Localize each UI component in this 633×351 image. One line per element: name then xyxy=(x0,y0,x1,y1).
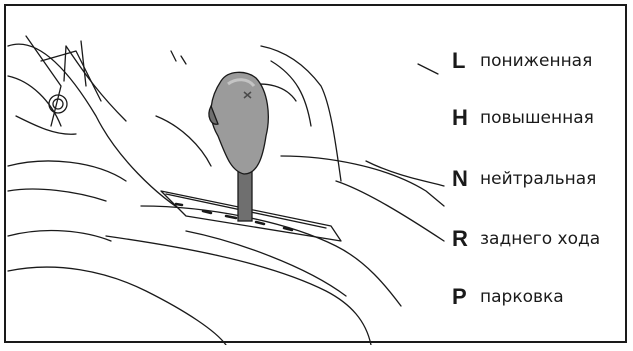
figure-frame xyxy=(4,4,627,343)
gear-lever xyxy=(209,72,268,221)
center-console-outline xyxy=(261,46,341,181)
dashboard-outline xyxy=(8,44,191,216)
gear-shifter-illustration xyxy=(6,6,446,345)
gear-knob xyxy=(211,72,268,174)
